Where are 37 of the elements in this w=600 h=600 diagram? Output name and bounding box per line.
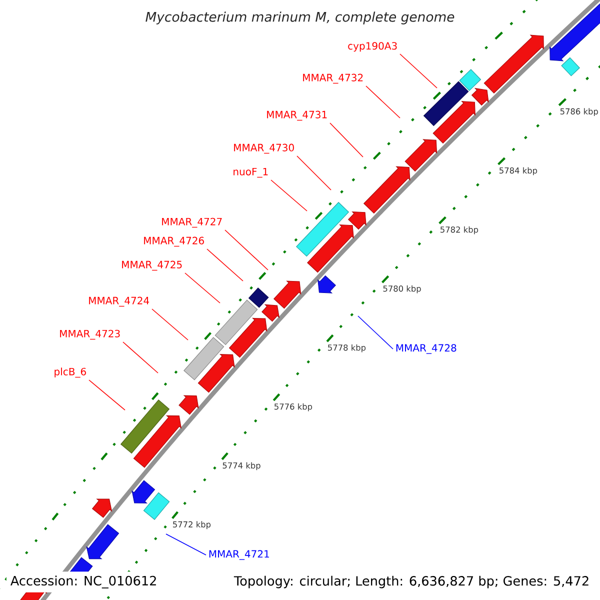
gene-label: MMAR_4725 [122,260,182,271]
gene-label: MMAR_4727 [162,218,222,228]
scale-label: 5782 kbp [440,226,478,234]
leader-line [166,534,206,556]
leader-line [152,308,188,340]
scale-label: 5772 kbp [173,521,211,530]
leader-line [206,248,244,282]
leader-line [366,86,400,118]
gene-label: MMAR_4723 [60,330,120,340]
leader-line [270,180,308,212]
scale-label: 5784 kbp [500,167,538,176]
leader-line [400,54,438,88]
scale-label: 5786 kbp [560,108,598,116]
footer-text: Accession: NC_010612 [6,572,162,592]
gene-label: MMAR_4728 [396,344,456,354]
leader-line [122,342,158,374]
leader-line [296,156,332,190]
gene-label: cyp190A3 [348,42,397,52]
gene-label: MMAR_4730 [234,144,294,154]
gene-label: MMAR_4724 [89,296,150,307]
gene-label: MMAR_4732 [303,74,363,84]
gene-label: MMAR_4731 [267,110,327,121]
leader-line [224,230,268,270]
scale-label: 5780 kbp [383,285,421,294]
gene-label: nuoF_1 [234,168,268,178]
title: Mycobacterium marinum M, complete genome [146,12,454,24]
leader-line [358,316,394,350]
leader-line [184,272,220,304]
scale-label: 5774 kbp [222,462,260,470]
footer-text: Topology: circular; Length: 6,636,827 bp; Genes: 5,472 [230,572,594,592]
gene-label: plcB_6 [54,368,86,378]
gene-label: MMAR_4726 [144,236,204,247]
leader-line [88,380,126,410]
gene-label: MMAR_4721 [209,550,269,560]
scale-label: 5776 kbp [274,403,312,412]
leader-line [330,122,364,158]
scale-label: 5778 kbp [328,344,366,352]
